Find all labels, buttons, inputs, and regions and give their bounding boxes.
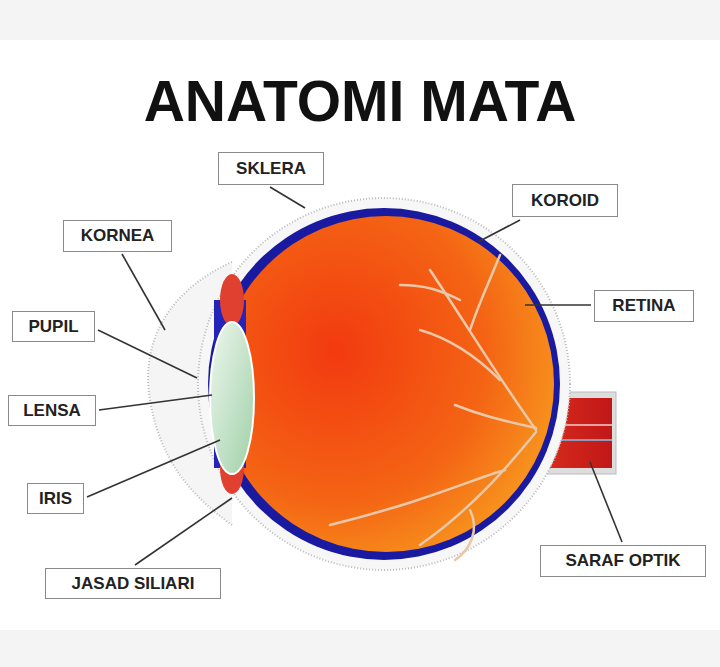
label-box: JASAD SILIARI xyxy=(45,568,221,599)
label-box: LENSA xyxy=(8,395,96,426)
part-name: SKLERA xyxy=(227,159,315,178)
label-box: PUPIL xyxy=(12,311,95,342)
part-name: IRIS xyxy=(36,489,75,508)
part-name: KORNEA xyxy=(72,226,163,245)
part-name: LENSA xyxy=(17,401,87,420)
label-box: IRIS xyxy=(27,483,84,514)
part-name: SARAF OPTIK xyxy=(549,551,697,570)
label-box: KORNEA xyxy=(63,220,172,252)
part-name: PUPIL xyxy=(21,317,86,336)
label-box: RETINA xyxy=(594,290,694,322)
label-box: SARAF OPTIK xyxy=(540,545,706,577)
part-name: RETINA xyxy=(603,296,685,315)
part-name: KOROID xyxy=(521,191,609,210)
label-box: SKLERA xyxy=(218,152,324,185)
diagram-title: ANATOMI MATA xyxy=(0,68,720,134)
label-box: KOROID xyxy=(512,184,618,217)
part-name: JASAD SILIARI xyxy=(54,574,212,593)
